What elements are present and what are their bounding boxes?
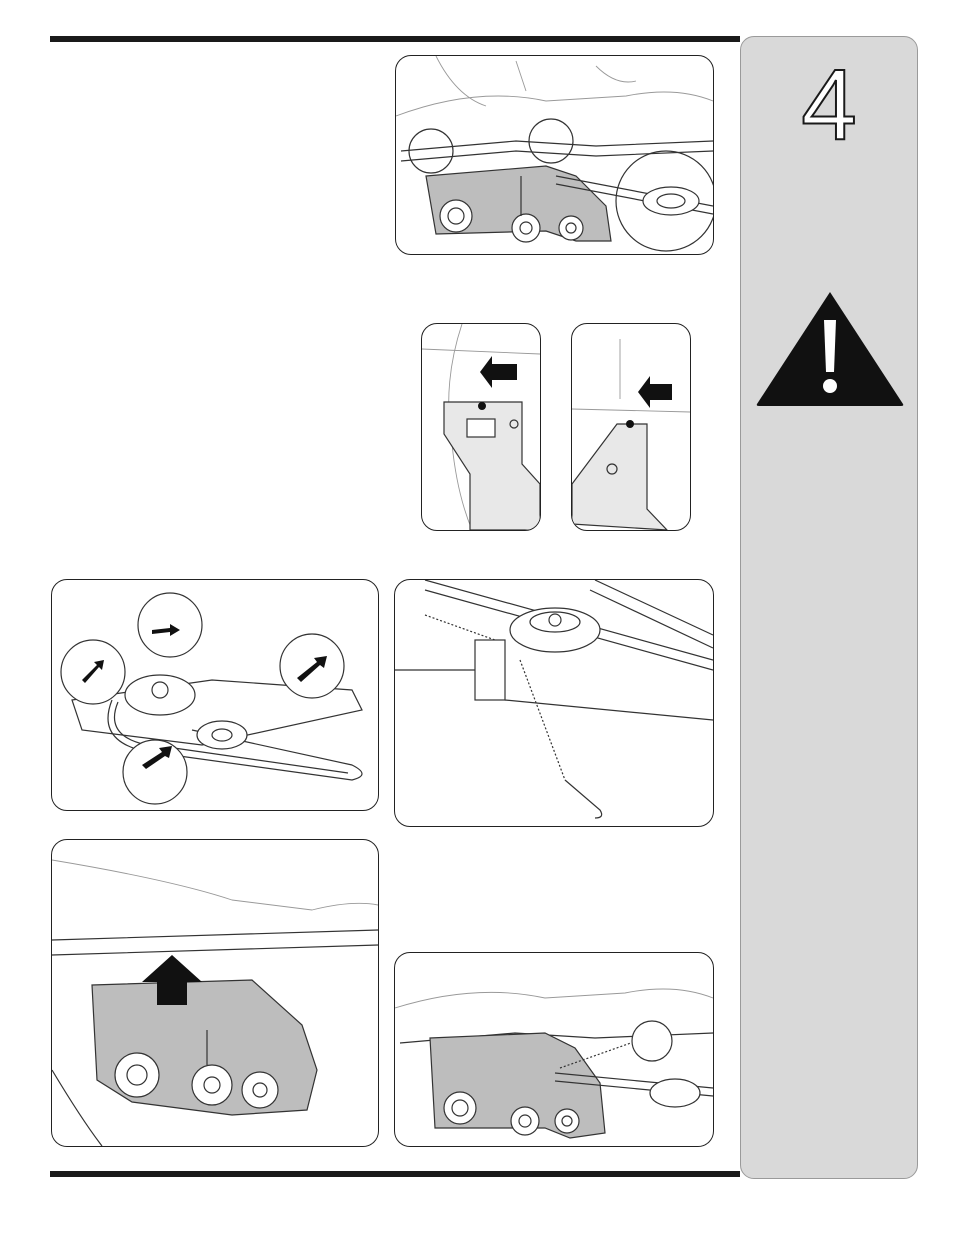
figure-belt-removal bbox=[51, 579, 379, 811]
chapter-side-tab: 4 bbox=[740, 36, 918, 1179]
idler-pulley-spring-diagram-icon bbox=[395, 580, 713, 826]
figure-bracket-left-detail bbox=[421, 323, 541, 531]
top-rule bbox=[50, 36, 740, 42]
warning-triangle-icon bbox=[755, 290, 905, 408]
belt-pulley-pins-diagram-icon bbox=[52, 580, 378, 810]
bracket-installed-diagram-icon bbox=[395, 953, 713, 1146]
bottom-rule bbox=[50, 1171, 740, 1177]
bracket-pin-arrow-diagram-icon bbox=[422, 324, 540, 530]
bracket-pin-arrow-diagram-icon bbox=[572, 324, 690, 530]
bracket-lift-arrow-diagram-icon bbox=[52, 840, 378, 1146]
figure-deck-bracket-overview bbox=[395, 55, 714, 255]
mower-deck-bracket-diagram-icon bbox=[396, 56, 713, 254]
figure-bracket-right-detail bbox=[571, 323, 691, 531]
figure-idler-spring bbox=[394, 579, 714, 827]
figure-bracket-reinstalled bbox=[394, 952, 714, 1147]
figure-bracket-lift bbox=[51, 839, 379, 1147]
chapter-number: 4 bbox=[741, 55, 917, 155]
